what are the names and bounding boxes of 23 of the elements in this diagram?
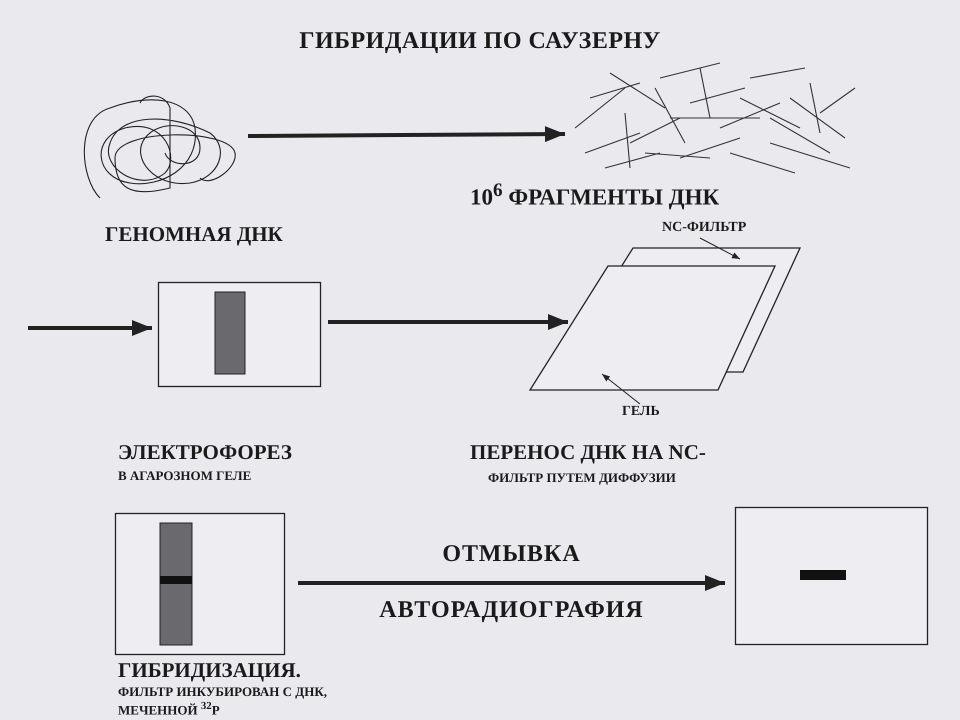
step-caption: ФИЛЬТР ПУТЕМ ДИФФУЗИИ xyxy=(488,470,676,486)
gel-sheet xyxy=(530,266,775,390)
leader-line xyxy=(700,238,740,260)
edge-label: ОТМЫВКА xyxy=(441,541,582,568)
arrow xyxy=(28,320,152,336)
arrow xyxy=(328,314,568,330)
gel-box xyxy=(158,282,321,387)
diagram-title: ГИБРИДАЦИИ ПО САУЗЕРНУ xyxy=(298,28,662,55)
hybridization-box xyxy=(115,513,285,655)
callout-label: NC-ФИЛЬТР xyxy=(662,220,746,236)
step-caption: ГИБРИДИЗАЦИЯ. xyxy=(118,658,301,683)
autoradiograph-box xyxy=(735,507,928,645)
step-caption: ПЕРЕНОС ДНК НА NC- xyxy=(470,440,706,465)
step-caption: ФИЛЬТР ИНКУБИРОВАН С ДНК, МЕЧЕННОЙ $^{32}$P xyxy=(118,684,328,718)
step-caption: ГЕНОМНАЯ ДНК xyxy=(105,222,283,247)
callout-label: ГЕЛЬ xyxy=(622,404,660,420)
arrow-caption: АВТОРАДИОГРАФИЯ xyxy=(378,597,645,624)
arrow xyxy=(248,126,566,142)
step-caption: В АГАРОЗНОМ ГЕЛЕ xyxy=(118,468,252,484)
step-caption: ЭЛЕКТРОФОРЕЗ xyxy=(118,440,292,465)
leader-line xyxy=(602,374,640,404)
step-caption: 10$^{6}$ ФРАГМЕНТЫ ДНК xyxy=(470,180,720,211)
arrow xyxy=(298,575,725,591)
